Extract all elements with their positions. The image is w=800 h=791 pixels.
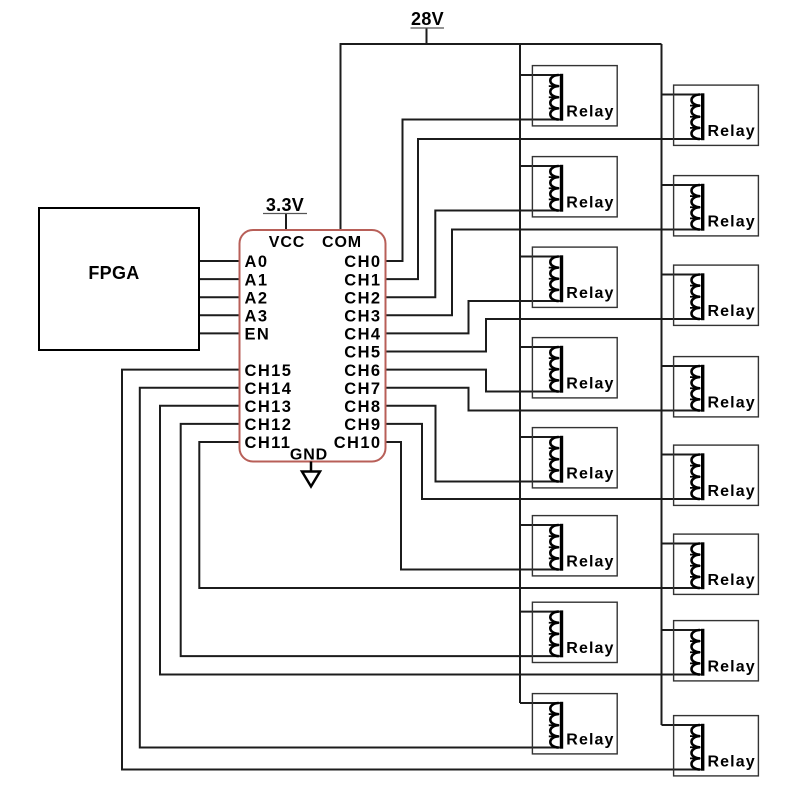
svg-text:EN: EN: [245, 326, 271, 344]
svg-text:CH15: CH15: [245, 362, 293, 380]
svg-text:CH3: CH3: [344, 308, 381, 326]
svg-text:CH12: CH12: [245, 416, 293, 434]
svg-text:A0: A0: [245, 253, 269, 271]
svg-text:CH7: CH7: [344, 380, 381, 398]
svg-text:CH2: CH2: [344, 289, 381, 307]
svg-text:GND: GND: [290, 447, 328, 464]
svg-text:CH8: CH8: [344, 398, 381, 416]
svg-text:CH4: CH4: [344, 326, 381, 344]
svg-text:CH11: CH11: [245, 434, 292, 452]
svg-text:CH14: CH14: [245, 380, 293, 398]
svg-text:CH0: CH0: [344, 253, 381, 271]
svg-text:COM: COM: [322, 234, 362, 251]
svg-text:CH5: CH5: [344, 344, 381, 362]
svg-text:3.3V: 3.3V: [266, 195, 304, 215]
svg-text:FPGA: FPGA: [88, 263, 139, 283]
svg-text:28V: 28V: [411, 9, 444, 29]
svg-text:CH1: CH1: [344, 271, 381, 289]
svg-text:CH13: CH13: [245, 398, 293, 416]
svg-text:A2: A2: [245, 289, 269, 307]
svg-text:CH10: CH10: [334, 434, 382, 452]
svg-text:CH6: CH6: [344, 362, 381, 380]
svg-text:CH9: CH9: [344, 416, 381, 434]
svg-text:VCC: VCC: [269, 234, 305, 251]
svg-text:A1: A1: [245, 271, 269, 289]
svg-text:A3: A3: [245, 308, 269, 326]
